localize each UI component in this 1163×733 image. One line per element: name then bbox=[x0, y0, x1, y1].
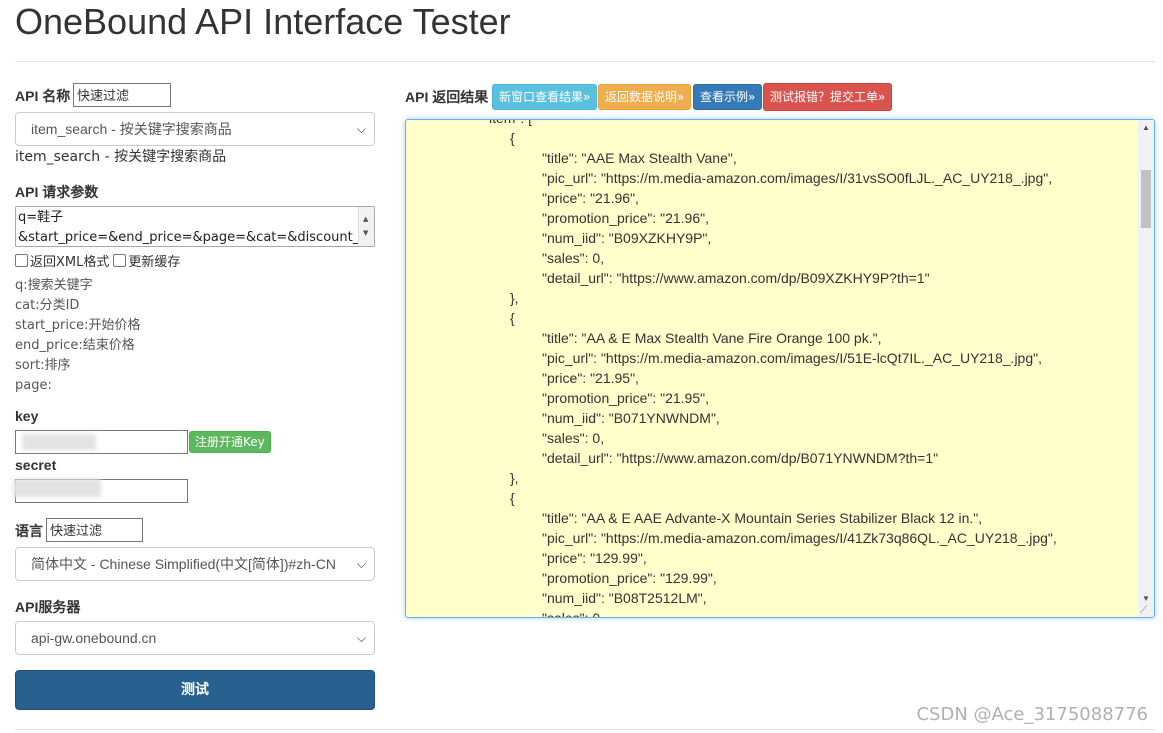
result-line: "detail_url": "https://www.amazon.com/dp… bbox=[542, 450, 939, 466]
param-help-item: end_price:结束价格 bbox=[15, 338, 135, 353]
params-textarea[interactable]: q=鞋子 &start_price=&end_price=&page=&cat=… bbox=[15, 206, 375, 247]
param-help-item: page: bbox=[15, 378, 52, 393]
result-label: API 返回结果 bbox=[405, 89, 489, 105]
scroll-up-icon[interactable]: ▲ bbox=[363, 215, 369, 223]
secret-label: secret bbox=[15, 457, 57, 473]
key-label: key bbox=[15, 408, 39, 424]
header-divider bbox=[15, 61, 1155, 62]
open-new-window-button[interactable]: 新窗口查看结果» bbox=[492, 84, 598, 110]
params-line-2: &start_price=&end_price=&page=&cat=&disc… bbox=[18, 230, 375, 245]
server-label: API服务器 bbox=[15, 599, 81, 615]
language-filter-input[interactable]: 快速过滤 bbox=[46, 518, 143, 542]
watermark: CSDN @Ace_3175088776 bbox=[916, 704, 1148, 725]
param-help-item: cat:分类ID bbox=[15, 298, 80, 313]
chevron-down-icon: ⌵ bbox=[356, 122, 366, 136]
result-line: "pic_url": "https://m.media-amazon.com/i… bbox=[542, 530, 1057, 546]
resize-grip-icon[interactable]: ⟋ bbox=[1140, 605, 1147, 616]
result-line: "price": "21.95", bbox=[542, 370, 639, 386]
result-line: "sales": 0, bbox=[542, 250, 605, 266]
result-line: }, bbox=[510, 470, 519, 486]
cache-checkbox[interactable] bbox=[113, 254, 127, 267]
api-filter-input[interactable]: 快速过滤 bbox=[73, 83, 171, 107]
result-line: { bbox=[510, 490, 515, 506]
result-line: "num_iid": "B071YNWNDM", bbox=[542, 410, 720, 426]
footer-divider bbox=[15, 729, 1155, 730]
result-line: { bbox=[510, 310, 515, 326]
result-line: { bbox=[510, 130, 515, 146]
test-button[interactable]: 测试 bbox=[15, 670, 375, 710]
api-select[interactable]: item_search - 按关键字搜索商品 ⌵ bbox=[15, 112, 375, 146]
result-scrollbar[interactable]: ▲ ▼ ⟋ bbox=[1138, 120, 1154, 617]
result-line: "promotion_price": "21.96", bbox=[542, 210, 709, 226]
options-row: 返回XML格式 更新缓存 bbox=[15, 251, 180, 270]
result-line: }, bbox=[510, 290, 519, 306]
response-docs-button[interactable]: 返回数据说明» bbox=[598, 84, 692, 110]
api-description: item_search - 按关键字搜索商品 bbox=[15, 149, 227, 165]
chevron-down-icon: ⌵ bbox=[356, 631, 366, 645]
params-line-1: q=鞋子 bbox=[18, 210, 64, 225]
result-line: "title": "AAE Max Stealth Vane", bbox=[542, 150, 737, 166]
result-line: "promotion_price": "21.95", bbox=[542, 390, 709, 406]
server-select[interactable]: api-gw.onebound.cn ⌵ bbox=[15, 621, 375, 655]
result-line: "num_iid": "B08T2512LM", bbox=[542, 590, 707, 606]
scroll-up-icon[interactable]: ▲ bbox=[1142, 123, 1150, 132]
param-help-item: sort:排序 bbox=[15, 358, 71, 373]
result-line: "promotion_price": "129.99", bbox=[542, 570, 717, 586]
result-line: "title": "AA & E Max Stealth Vane Fire O… bbox=[542, 330, 882, 346]
language-select[interactable]: 简体中文 - Chinese Simplified(中文[简体])#zh-CN … bbox=[15, 547, 375, 581]
params-label: API 请求参数 bbox=[15, 184, 99, 200]
param-help-item: q:搜索关键字 bbox=[15, 278, 93, 293]
language-select-value: 简体中文 - Chinese Simplified(中文[简体])#zh-CN bbox=[31, 556, 336, 572]
result-content: "item": [ { "title": "AAE Max Stealth Va… bbox=[406, 120, 1138, 618]
submit-ticket-button[interactable]: 测试报错？提交工单» bbox=[763, 83, 893, 111]
chevron-down-icon: ⌵ bbox=[356, 557, 366, 571]
key-redacted-mask bbox=[22, 434, 96, 450]
scroll-thumb[interactable] bbox=[1141, 170, 1151, 228]
result-textarea[interactable]: "item": [ { "title": "AAE Max Stealth Va… bbox=[405, 119, 1155, 618]
xml-checkbox[interactable] bbox=[15, 254, 28, 267]
result-line: "detail_url": "https://www.amazon.com/dp… bbox=[542, 270, 930, 286]
secret-redacted-mask bbox=[13, 479, 101, 497]
result-line: "price": "129.99", bbox=[542, 550, 647, 566]
register-key-button[interactable]: 注册开通Key bbox=[189, 431, 271, 453]
cache-checkbox-label: 更新缓存 bbox=[128, 255, 181, 270]
result-line: "price": "21.96", bbox=[542, 190, 639, 206]
server-select-value: api-gw.onebound.cn bbox=[31, 630, 157, 646]
result-line: "item": [ bbox=[406, 120, 1138, 128]
api-select-value: item_search - 按关键字搜索商品 bbox=[31, 121, 232, 137]
scroll-down-icon[interactable]: ▼ bbox=[1142, 594, 1150, 603]
result-line: "sales": 0, bbox=[542, 430, 605, 446]
result-line: "title": "AA & E AAE Advante-X Mountain … bbox=[542, 510, 983, 526]
scroll-down-icon[interactable]: ▼ bbox=[363, 229, 369, 237]
api-name-label: API 名称 bbox=[15, 88, 71, 104]
result-line: "pic_url": "https://m.media-amazon.com/i… bbox=[542, 170, 1053, 186]
param-help-list: q:搜索关键字 cat:分类ID start_price:开始价格 end_pr… bbox=[15, 276, 141, 396]
xml-checkbox-label: 返回XML格式 bbox=[30, 255, 110, 270]
param-help-item: start_price:开始价格 bbox=[15, 318, 141, 333]
view-example-button[interactable]: 查看示例» bbox=[693, 84, 763, 110]
result-line: "num_iid": "B09XZKHY9P", bbox=[542, 230, 712, 246]
params-scrollbar[interactable]: ▲ ▼ bbox=[358, 207, 374, 246]
page-title: OneBound API Interface Tester bbox=[15, 1, 511, 42]
result-line: "sales": 0 bbox=[542, 610, 601, 618]
result-line: "pic_url": "https://m.media-amazon.com/i… bbox=[542, 350, 1042, 366]
language-label: 语言 bbox=[15, 523, 43, 539]
